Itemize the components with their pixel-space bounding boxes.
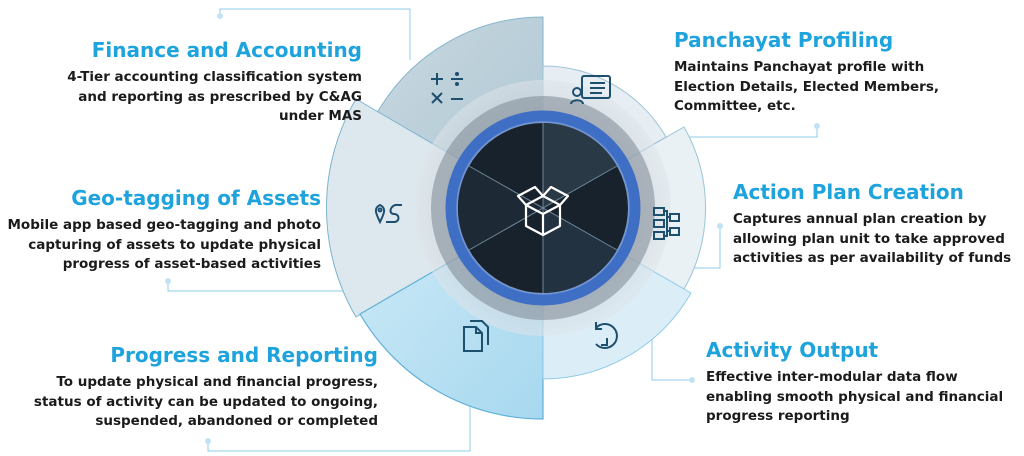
math-operators-icon [431, 72, 463, 104]
geotag-line-1: Mobile app based geo-tagging and photo [7, 217, 322, 233]
connector-progress [207, 400, 471, 452]
connector-dot-panchayat [814, 123, 820, 129]
panchayat-line-1: Maintains Panchayat profile with [674, 59, 925, 75]
finance-title: Finance and Accounting [91, 38, 362, 62]
activity-line-3: progress reporting [706, 408, 850, 424]
connector-dot-geotag [165, 278, 171, 284]
connector-dot-finance [217, 13, 223, 19]
connector-dot-activity [689, 377, 695, 383]
finance-description: 4-Tier accounting classification system … [67, 68, 362, 127]
connector-activity [651, 333, 692, 381]
actionplan-line-2: allowing plan unit to take approved [733, 230, 1005, 247]
connector-actionplan [690, 226, 721, 269]
actionplan-title: Action Plan Creation [733, 180, 964, 204]
activity-description: Effective inter-modular data flow enabli… [706, 368, 1003, 427]
finance-line-1: 4-Tier accounting classification system [67, 69, 362, 85]
blue-ring-inner-edge [456, 121, 630, 295]
documents-icon [463, 320, 489, 352]
panchayat-line-3: Committee, etc. [674, 98, 796, 114]
connector-finance [219, 8, 411, 60]
panchayat-line-2: Election Details, Elected Members, [674, 78, 939, 95]
connector-geotag [167, 281, 374, 292]
activity-title: Activity Output [706, 338, 879, 362]
activity-line-2: enabling smooth physical and financial [706, 388, 1004, 405]
blue-ring [445, 110, 641, 306]
profile-card-icon [570, 75, 611, 105]
geotag-description: Mobile app based geo-tagging and photo c… [8, 216, 322, 275]
map-route-icon [374, 203, 402, 225]
finance-line-2: and reporting as prescribed by C&AG [78, 88, 362, 105]
actionplan-line-1: Captures annual plan creation by [733, 211, 987, 227]
panchayat-title: Panchayat Profiling [674, 28, 894, 52]
connector-dot-progress [205, 438, 211, 444]
activity-line-1: Effective inter-modular data flow [706, 369, 958, 385]
actionplan-description: Captures annual plan creation by allowin… [733, 210, 1011, 269]
finance-line-3: under MAS [278, 108, 362, 124]
core [457, 122, 628, 294]
progress-description: To update physical and financial progres… [34, 373, 378, 432]
open-box-icon [516, 185, 570, 237]
geotag-line-2: capturing of assets to update physical [28, 236, 321, 253]
geotag-line-3: progress of asset-based activities [62, 256, 321, 272]
refresh-cycle-icon [595, 322, 618, 349]
connector-panchayat [640, 126, 818, 138]
progress-line-3: suspended, abandoned or completed [95, 413, 378, 429]
panchayat-description: Maintains Panchayat profile with Electio… [674, 58, 939, 117]
connector-dot-actionplan [717, 223, 723, 229]
connector-lines [165, 8, 820, 452]
progress-line-2: status of activity can be updated to ong… [33, 393, 378, 410]
geotag-title: Geo-tagging of Assets [71, 186, 321, 210]
plan-chart-icon [653, 207, 680, 240]
progress-title: Progress and Reporting [110, 343, 378, 367]
actionplan-line-3: activities as per availability of funds [733, 250, 1012, 266]
progress-line-1: To update physical and financial progres… [56, 374, 378, 390]
